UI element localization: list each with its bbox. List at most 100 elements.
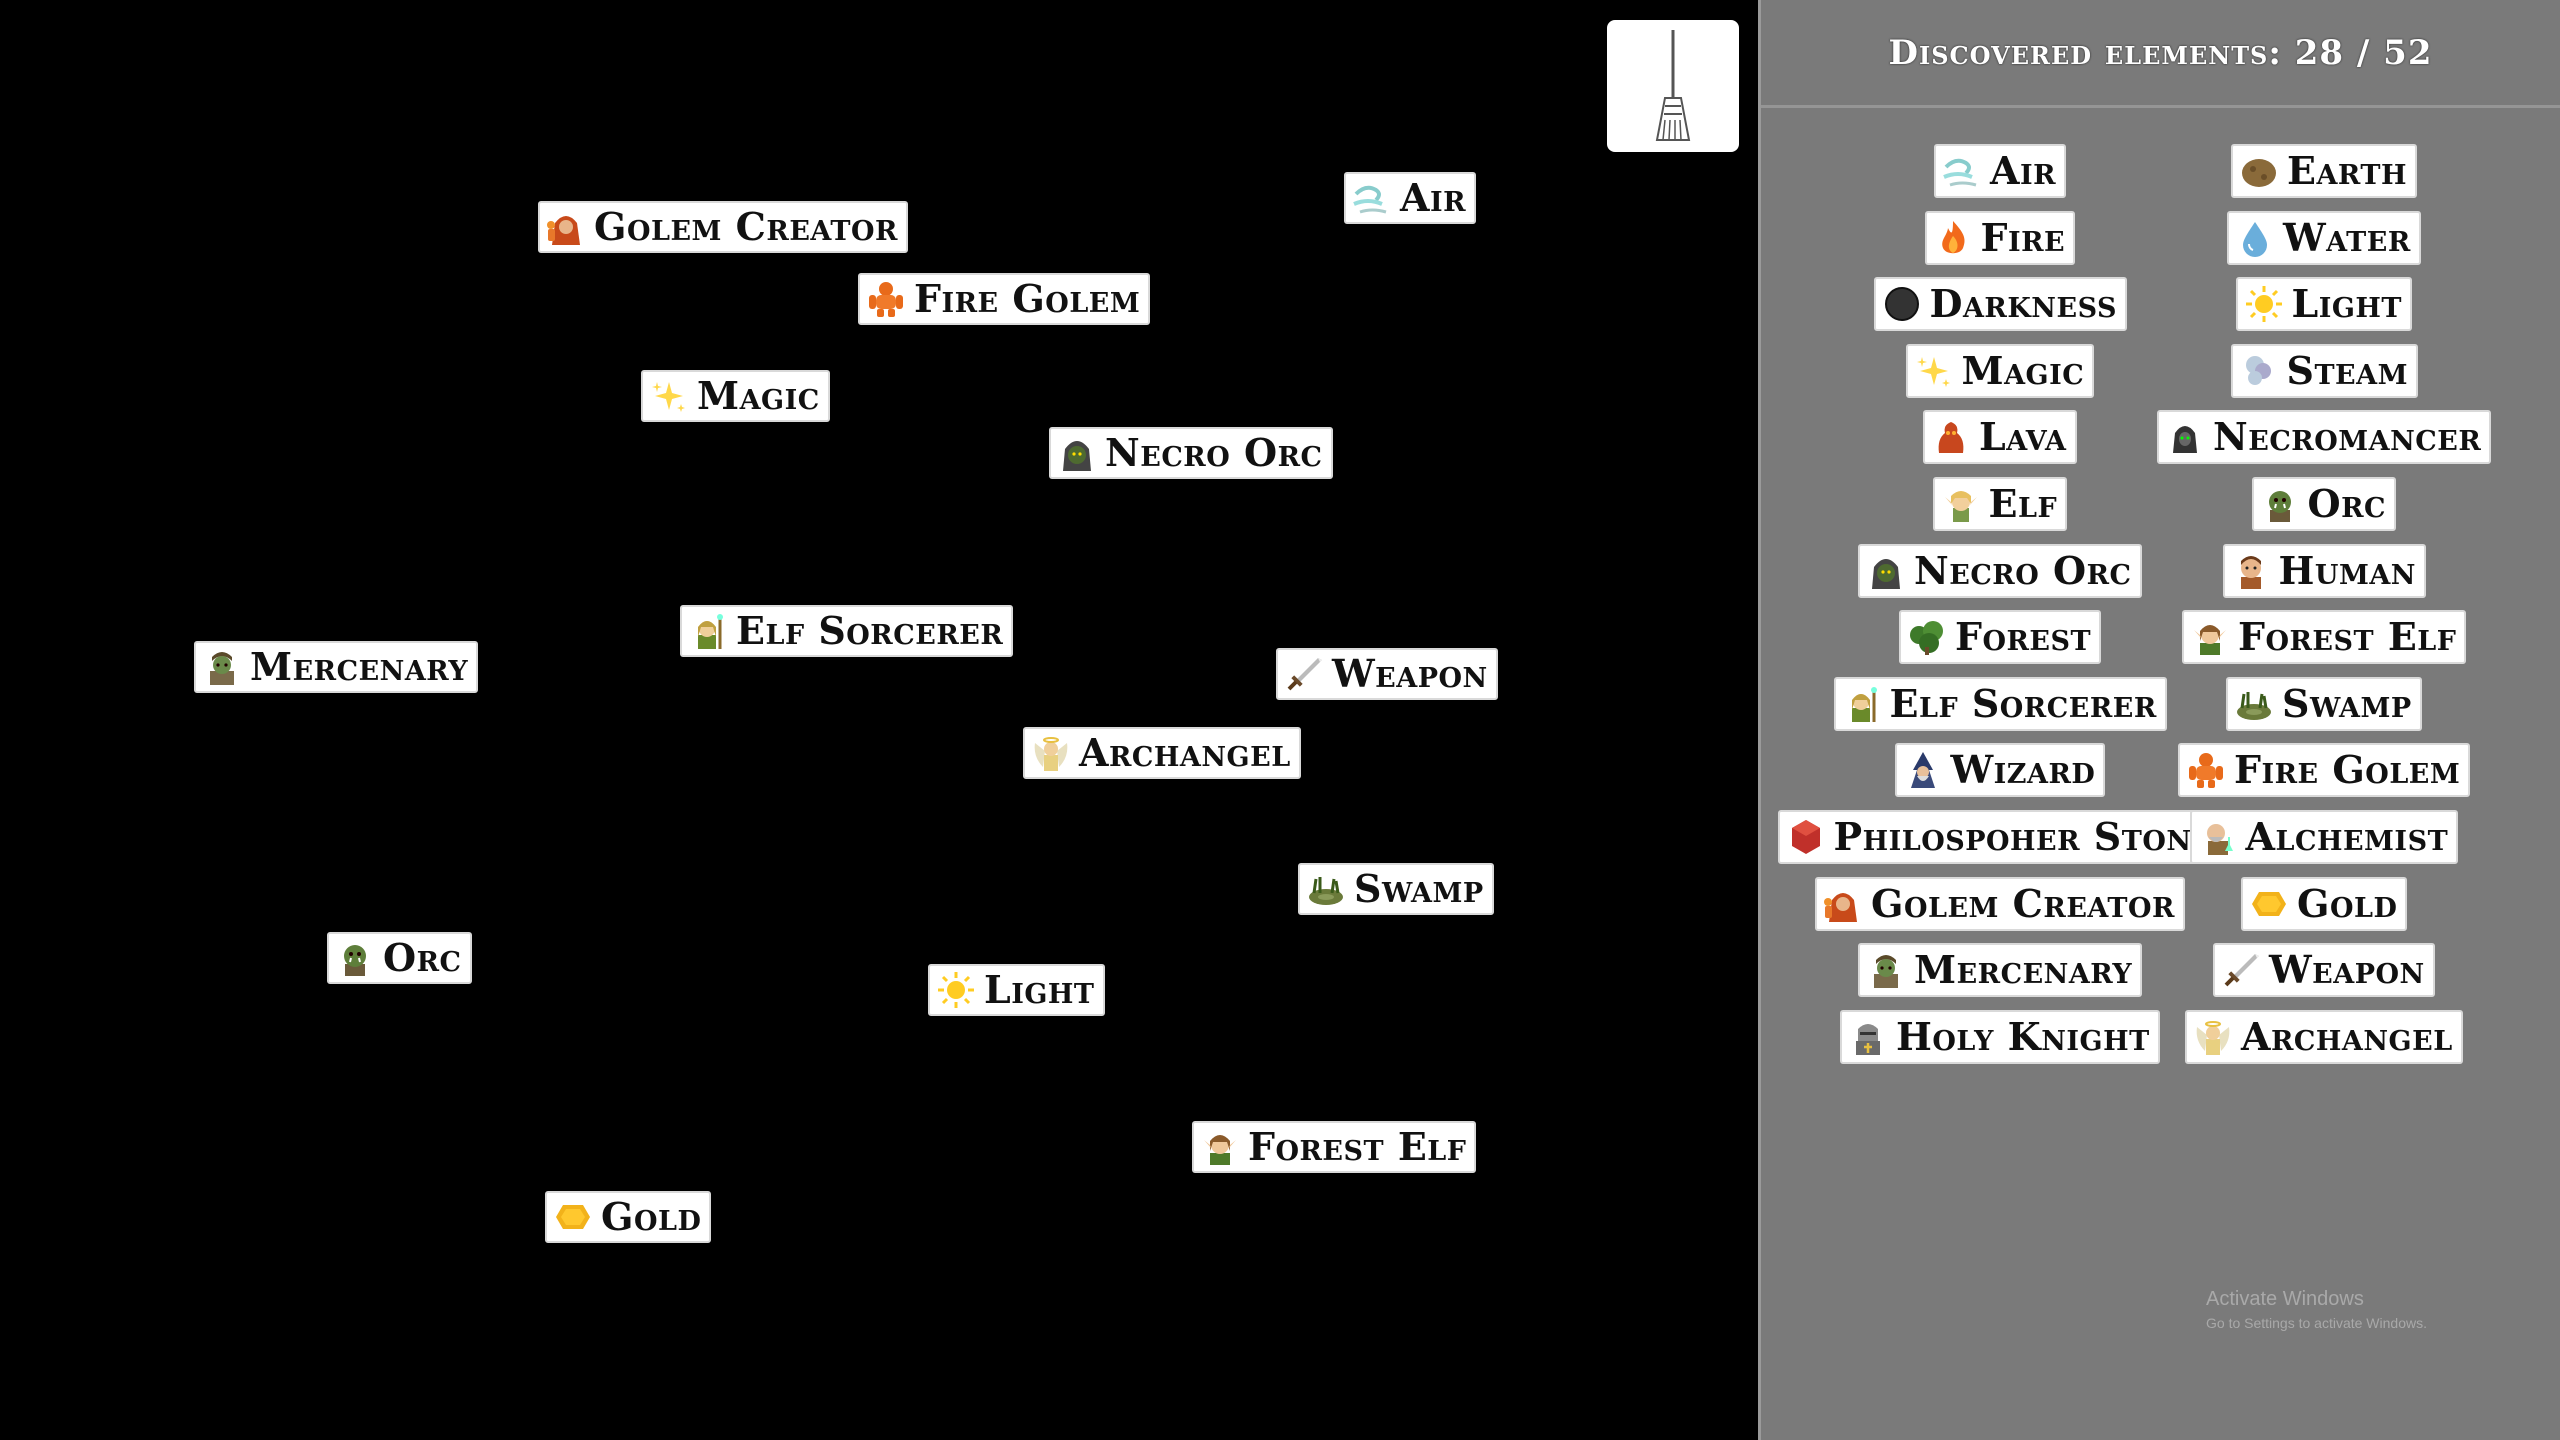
activate-windows-watermark: Activate Windows Go to Settings to activ… (2206, 1288, 2427, 1331)
forest-icon (1907, 617, 1947, 657)
discovered-element-elf[interactable]: Elf (1932, 477, 2068, 531)
element-label: Darkness (1929, 281, 2117, 327)
discovered-count-title: Discovered elements: 28 / 52 (1761, 0, 2560, 108)
workspace-element-air[interactable]: Air (1344, 172, 1477, 224)
element-label: Mercenary (1914, 947, 2133, 993)
discovered-element-golem-creator[interactable]: Golem Creator (1815, 876, 2185, 931)
air-icon (1352, 178, 1392, 218)
element-label: Air (1990, 148, 2057, 193)
element-label: Golem Creator (1871, 880, 2175, 926)
fire-icon (1933, 218, 1973, 258)
swamp-icon (2234, 684, 2274, 724)
discovered-element-fire[interactable]: Fire (1924, 210, 2076, 265)
human-icon (2231, 551, 2271, 591)
element-label: Orc (2307, 481, 2387, 526)
workspace-element-fire-golem[interactable]: Fire Golem (858, 273, 1151, 325)
element-label: Weapon (1332, 651, 1488, 696)
elf-sorcerer-icon (688, 611, 728, 651)
golem-creator-icon (1823, 884, 1863, 924)
magic-icon (1914, 351, 1954, 391)
workspace-element-golem-creator[interactable]: Golem Creator (538, 201, 908, 253)
workspace-element-light[interactable]: Light (928, 964, 1105, 1016)
discovered-element-water[interactable]: Water (2227, 210, 2421, 265)
necro-orc-icon (1866, 551, 1906, 591)
lava-icon (1931, 417, 1971, 457)
element-label: Lava (1979, 414, 2067, 460)
fire-golem-icon (866, 279, 906, 319)
earth-icon (2239, 151, 2279, 191)
workspace-element-magic[interactable]: Magic (641, 370, 830, 422)
discovered-element-orc[interactable]: Orc (2251, 477, 2397, 531)
discovered-element-darkness[interactable]: Darkness (1873, 277, 2127, 332)
swamp-icon (1306, 869, 1346, 909)
clear-workspace-button[interactable] (1607, 20, 1739, 152)
element-label: Magic (697, 373, 820, 418)
discovered-element-fire-golem[interactable]: Fire Golem (2178, 743, 2471, 798)
necromancer-icon (2165, 417, 2205, 457)
alchemist-icon (2198, 817, 2238, 857)
discovered-element-alchemist[interactable]: Alchemist (2189, 810, 2459, 864)
gold-icon (553, 1197, 593, 1237)
mercenary-icon (1866, 950, 1906, 990)
workspace-element-swamp[interactable]: Swamp (1298, 863, 1494, 915)
watermark-subtitle: Go to Settings to activate Windows. (2206, 1315, 2427, 1331)
workspace-element-elf-sorcerer[interactable]: Elf Sorcerer (680, 605, 1014, 657)
discovered-element-gold[interactable]: Gold (2241, 876, 2408, 931)
discovered-element-air[interactable]: Air (1934, 144, 2067, 198)
orc-icon (2260, 484, 2300, 524)
workspace-element-forest-elf[interactable]: Forest Elf (1192, 1121, 1477, 1173)
element-label: Magic (1961, 347, 2085, 393)
fire-golem-icon (2186, 750, 2226, 790)
discovered-element-earth[interactable]: Earth (2231, 144, 2417, 198)
elf-icon (1941, 484, 1981, 524)
element-label: Forest Elf (1248, 1124, 1467, 1169)
element-label: Earth (2287, 148, 2407, 193)
discovered-element-forest-elf[interactable]: Forest Elf (2182, 610, 2467, 665)
discovered-element-archangel[interactable]: Archangel (2185, 1009, 2463, 1064)
element-label: Necro Orc (1914, 547, 2132, 593)
element-label: Fire Golem (914, 276, 1141, 321)
workspace-element-mercenary[interactable]: Mercenary (194, 641, 479, 693)
element-label: Water (2283, 214, 2411, 260)
discovered-element-wizard[interactable]: Wizard (1894, 743, 2106, 798)
discovered-element-mercenary[interactable]: Mercenary (1858, 943, 2143, 998)
element-label: Fire (1980, 214, 2066, 260)
element-label: Elf Sorcerer (736, 608, 1004, 653)
discovered-element-lava[interactable]: Lava (1923, 410, 2077, 465)
element-label: Golem Creator (594, 204, 898, 249)
discovered-element-elf-sorcerer[interactable]: Elf Sorcerer (1833, 676, 2167, 731)
workspace-element-archangel[interactable]: Archangel (1023, 727, 1301, 779)
archangel-icon (1031, 733, 1071, 773)
watermark-title: Activate Windows (2206, 1288, 2364, 1310)
element-label: Necro Orc (1105, 430, 1323, 475)
discovered-element-forest[interactable]: Forest (1899, 610, 2102, 665)
discovered-element-human[interactable]: Human (2222, 543, 2426, 598)
air-icon (1942, 151, 1982, 191)
element-label: Swamp (1354, 866, 1484, 911)
workspace-element-necro-orc[interactable]: Necro Orc (1049, 427, 1333, 479)
necro-orc-icon (1057, 433, 1097, 473)
discovered-element-necro-orc[interactable]: Necro Orc (1858, 543, 2142, 598)
element-label: Gold (2297, 880, 2398, 926)
broom-icon (1655, 30, 1691, 141)
discovered-element-philospoher-stone[interactable]: Philospoher Stone (1777, 810, 2223, 864)
element-label: Forest Elf (2238, 614, 2457, 660)
discovered-element-holy-knight[interactable]: Holy Knight (1840, 1009, 2160, 1064)
workspace-element-weapon[interactable]: Weapon (1276, 648, 1498, 700)
element-label: Philospoher Stone (1833, 814, 2213, 859)
elf-sorcerer-icon (1842, 684, 1882, 724)
workspace-element-orc[interactable]: Orc (327, 932, 472, 984)
weapon-icon (2221, 950, 2261, 990)
gold-icon (2249, 884, 2289, 924)
workspace-element-gold[interactable]: Gold (545, 1191, 712, 1243)
discovered-element-weapon[interactable]: Weapon (2213, 943, 2435, 998)
element-label: Light (2291, 281, 2403, 327)
discovered-element-necromancer[interactable]: Necromancer (2157, 410, 2492, 465)
discovered-element-swamp[interactable]: Swamp (2226, 676, 2422, 731)
discovered-element-light[interactable]: Light (2235, 277, 2413, 332)
discovered-element-steam[interactable]: Steam (2230, 343, 2418, 398)
darkness-icon (1882, 284, 1922, 324)
magic-icon (649, 376, 689, 416)
discovered-element-magic[interactable]: Magic (1905, 343, 2095, 398)
